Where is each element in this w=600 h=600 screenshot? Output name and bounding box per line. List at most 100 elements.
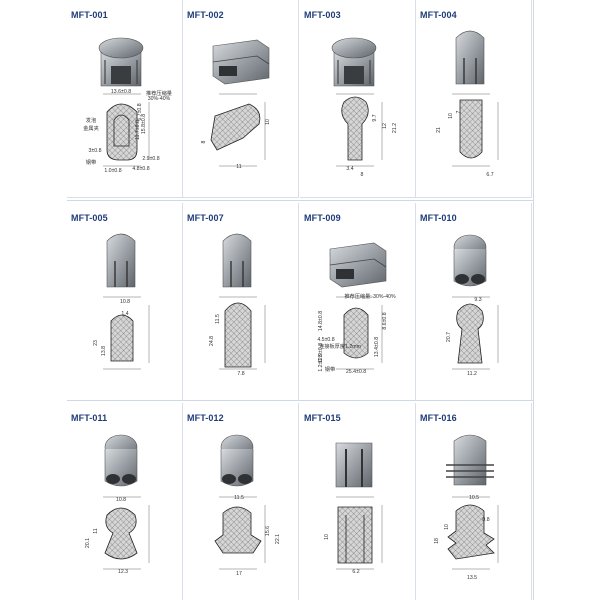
product-code: MFT-012 <box>187 413 224 423</box>
dimension-label: 推荐压缩量 <box>146 89 172 97</box>
product-card-mft-009: MFT-009 推荐压缩量: 30%-40% 14.8±0.8 8.6±0.8 13.4… <box>300 203 416 401</box>
dimension-label: 3±0.8 <box>89 148 102 154</box>
cross-section-0 <box>106 103 138 161</box>
dimension-label: 7 <box>456 110 462 113</box>
dimension-label: 11.2 <box>467 371 477 377</box>
product-code: MFT-009 <box>304 213 341 223</box>
profile-3d-9 <box>220 434 254 487</box>
profile-3d-5 <box>222 233 252 288</box>
product-drawing: 11.524.87.8 <box>209 233 266 377</box>
dimension-label: 8.6±0.8 <box>382 312 388 329</box>
dimension-label: 10 <box>448 113 454 119</box>
dimension-label: 25.4±0.8 <box>346 369 366 375</box>
cross-section-5 <box>224 302 252 368</box>
dimension-label: 13.6±0.8 <box>111 89 131 95</box>
dimension-label: 发泡 <box>86 116 96 124</box>
product-card-mft-002: MFT-002 10 8 11 <box>183 0 299 198</box>
product-code: MFT-011 <box>71 413 108 423</box>
dimension-label: 13.5 <box>467 575 477 581</box>
product-code: MFT-001 <box>71 10 108 20</box>
product-card-mft-010: MFT-010 9.3 20.7 11.2 <box>416 203 532 401</box>
dimension-label: 10.8 <box>120 299 130 305</box>
product-code: MFT-007 <box>187 213 224 223</box>
product-code: MFT-015 <box>304 413 341 423</box>
product-code: MFT-003 <box>304 10 341 20</box>
dimension-label: 13.4±0.8 <box>374 337 380 357</box>
dimension-label: 10.5 <box>469 495 479 501</box>
product-drawing: 9.3 20.7 11.2 <box>446 234 499 377</box>
dimension-label: 8 <box>361 172 364 178</box>
dimension-label: 6.7±0.8 <box>137 103 143 120</box>
product-code: MFT-005 <box>71 213 108 223</box>
dimension-label: 钢带 <box>325 365 335 373</box>
dimension-label: 21.2 <box>392 123 398 133</box>
dimension-label: 9.3 <box>474 297 481 303</box>
cross-section-8 <box>104 507 138 560</box>
product-code: MFT-010 <box>420 213 457 223</box>
dimension-label: 11.7±0.8 <box>135 120 141 140</box>
cross-section-6 <box>343 307 369 359</box>
dimension-label: 1.2±0.8 <box>318 354 324 371</box>
dimension-label: 11 <box>236 164 241 170</box>
dimension-label: 13.8 <box>101 346 107 356</box>
dimension-label: 14.8±0.8 <box>318 311 324 331</box>
profile-3d-6 <box>329 242 387 288</box>
dimension-label: 11 <box>93 528 99 533</box>
profile-3d-3 <box>455 30 485 85</box>
cross-section-4 <box>110 314 134 362</box>
profile-3d-2 <box>331 37 377 87</box>
profile-3d-8 <box>104 434 138 487</box>
product-drawing: 106.2 <box>324 442 383 575</box>
dimension-label: 15.8±0.8 <box>141 114 147 134</box>
dimension-label: 6.2 <box>352 569 359 575</box>
product-drawing: 推荐压缩量: 30%-40% 14.8±0.8 8.6±0.8 13.4±0.8 25.… <box>317 242 396 375</box>
dimension-label: 金属夹 <box>83 124 99 132</box>
dimension-label: 12.3 <box>118 569 128 575</box>
dimension-label: 连接板厚度1.2mm <box>319 342 361 350</box>
dimension-label: 17 <box>236 571 242 577</box>
dimension-label: 1.4 <box>121 311 128 317</box>
dimension-label: 2.9±0.8 <box>142 156 159 162</box>
row-separator <box>67 400 533 401</box>
dimension-label: 推荐压缩量: 30%-40% <box>344 292 396 300</box>
dimension-label: 钢带 <box>86 158 96 166</box>
dimension-label: 0.8 <box>482 517 489 523</box>
cross-section-3 <box>459 99 483 159</box>
row-separator <box>67 200 533 201</box>
right-page-rule <box>533 0 534 600</box>
dimension-label: 20.1 <box>85 538 91 548</box>
dimension-label: 8 <box>201 140 207 143</box>
dimension-label: 4.8±0.8 <box>132 166 149 172</box>
dimension-label: 22.1 <box>275 534 281 544</box>
dimension-label: 20.7 <box>446 332 452 342</box>
dimension-label: 11.5 <box>215 314 221 324</box>
dimension-label: 23 <box>93 340 99 346</box>
dimension-label: 12.9±0.8 <box>318 343 324 363</box>
dimension-label: 10 <box>265 119 271 125</box>
dimension-label: 10 <box>444 524 450 530</box>
cross-section-11 <box>447 504 495 560</box>
product-code: MFT-002 <box>187 10 224 20</box>
cross-section-2 <box>341 96 369 161</box>
profile-3d-0 <box>98 37 144 87</box>
dimension-label: 3.4 <box>346 166 353 172</box>
cross-section-10 <box>337 506 373 564</box>
dimension-label: 30%-40% <box>148 96 171 102</box>
cross-section-9 <box>214 506 262 554</box>
dimension-label: 11.5 <box>234 495 244 501</box>
dimension-label: 7.8 <box>237 371 244 377</box>
profile-3d-7 <box>453 234 487 287</box>
profile-3d-1 <box>212 39 270 85</box>
